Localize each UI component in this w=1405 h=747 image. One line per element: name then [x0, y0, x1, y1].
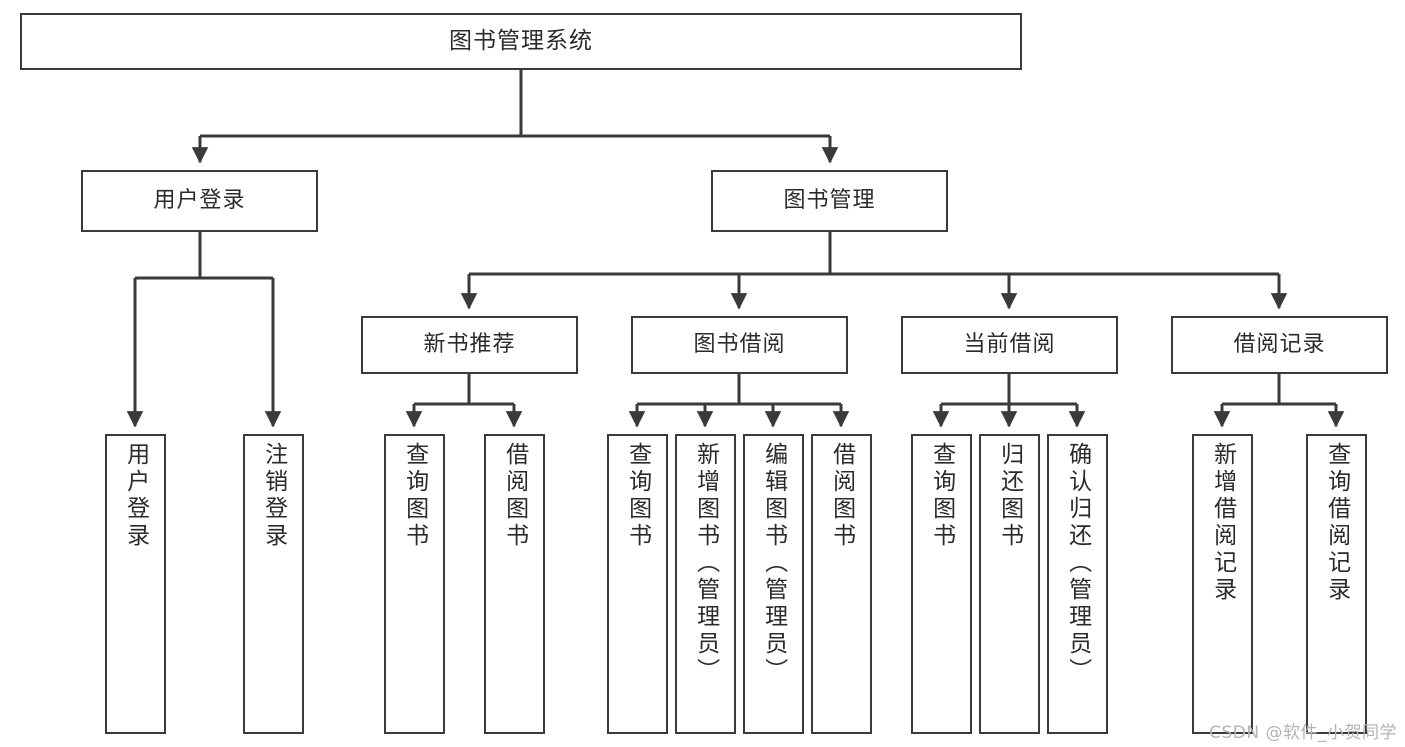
node-label: 借阅图书: [501, 442, 528, 550]
leaf-record-query-record[interactable]: 查询借阅记录: [1306, 434, 1367, 734]
leaf-current-return-book[interactable]: 归还图书: [979, 434, 1040, 734]
node-label: 查询图书: [928, 442, 955, 550]
node-user-login[interactable]: 用户登录: [81, 170, 318, 232]
node-label: 归还图书: [996, 442, 1023, 550]
node-current-borrow[interactable]: 当前借阅: [901, 316, 1118, 374]
leaf-newbook-query-book[interactable]: 查询图书: [384, 434, 445, 734]
leaf-newbook-borrow-book[interactable]: 借阅图书: [484, 434, 545, 734]
node-borrow-record[interactable]: 借阅记录: [1171, 316, 1388, 374]
node-label: 新书推荐: [423, 332, 516, 358]
node-label: 注销登录: [260, 442, 287, 550]
node-label: 查询图书: [624, 442, 651, 550]
node-label: 查询图书: [401, 442, 428, 550]
leaf-logout[interactable]: 注销登录: [243, 434, 304, 734]
csdn-watermark: CSDN @软件_小贺同学: [1209, 723, 1397, 743]
node-label: 借阅记录: [1233, 332, 1326, 358]
node-label: 确认归还（管理员）: [1064, 442, 1091, 685]
node-label: 新增图书（管理员）: [692, 442, 719, 685]
node-label: 用户登录: [122, 442, 149, 550]
leaf-user-login[interactable]: 用户登录: [105, 434, 166, 734]
node-new-book-recommend[interactable]: 新书推荐: [361, 316, 578, 374]
leaf-current-confirm-return-admin[interactable]: 确认归还（管理员）: [1047, 434, 1108, 734]
node-label: 当前借阅: [963, 332, 1056, 358]
node-book-borrow[interactable]: 图书借阅: [631, 316, 848, 374]
node-label: 用户登录: [153, 188, 246, 214]
node-label: 图书管理: [783, 188, 876, 214]
node-book-management[interactable]: 图书管理: [711, 170, 948, 232]
node-label: 借阅图书: [828, 442, 855, 550]
node-label: 新增借阅记录: [1209, 442, 1236, 604]
leaf-current-query-book[interactable]: 查询图书: [911, 434, 972, 734]
leaf-borrow-edit-book-admin[interactable]: 编辑图书（管理员）: [743, 434, 804, 734]
node-label: 图书管理系统: [449, 27, 593, 54]
leaf-borrow-borrow-book[interactable]: 借阅图书: [811, 434, 872, 734]
node-label: 编辑图书（管理员）: [760, 442, 787, 685]
leaf-borrow-add-book-admin[interactable]: 新增图书（管理员）: [675, 434, 736, 734]
node-root-library-system[interactable]: 图书管理系统: [20, 13, 1022, 70]
leaf-borrow-query-book[interactable]: 查询图书: [607, 434, 668, 734]
node-label: 图书借阅: [693, 332, 786, 358]
node-label: 查询借阅记录: [1323, 442, 1350, 604]
leaf-record-add-record[interactable]: 新增借阅记录: [1192, 434, 1253, 734]
